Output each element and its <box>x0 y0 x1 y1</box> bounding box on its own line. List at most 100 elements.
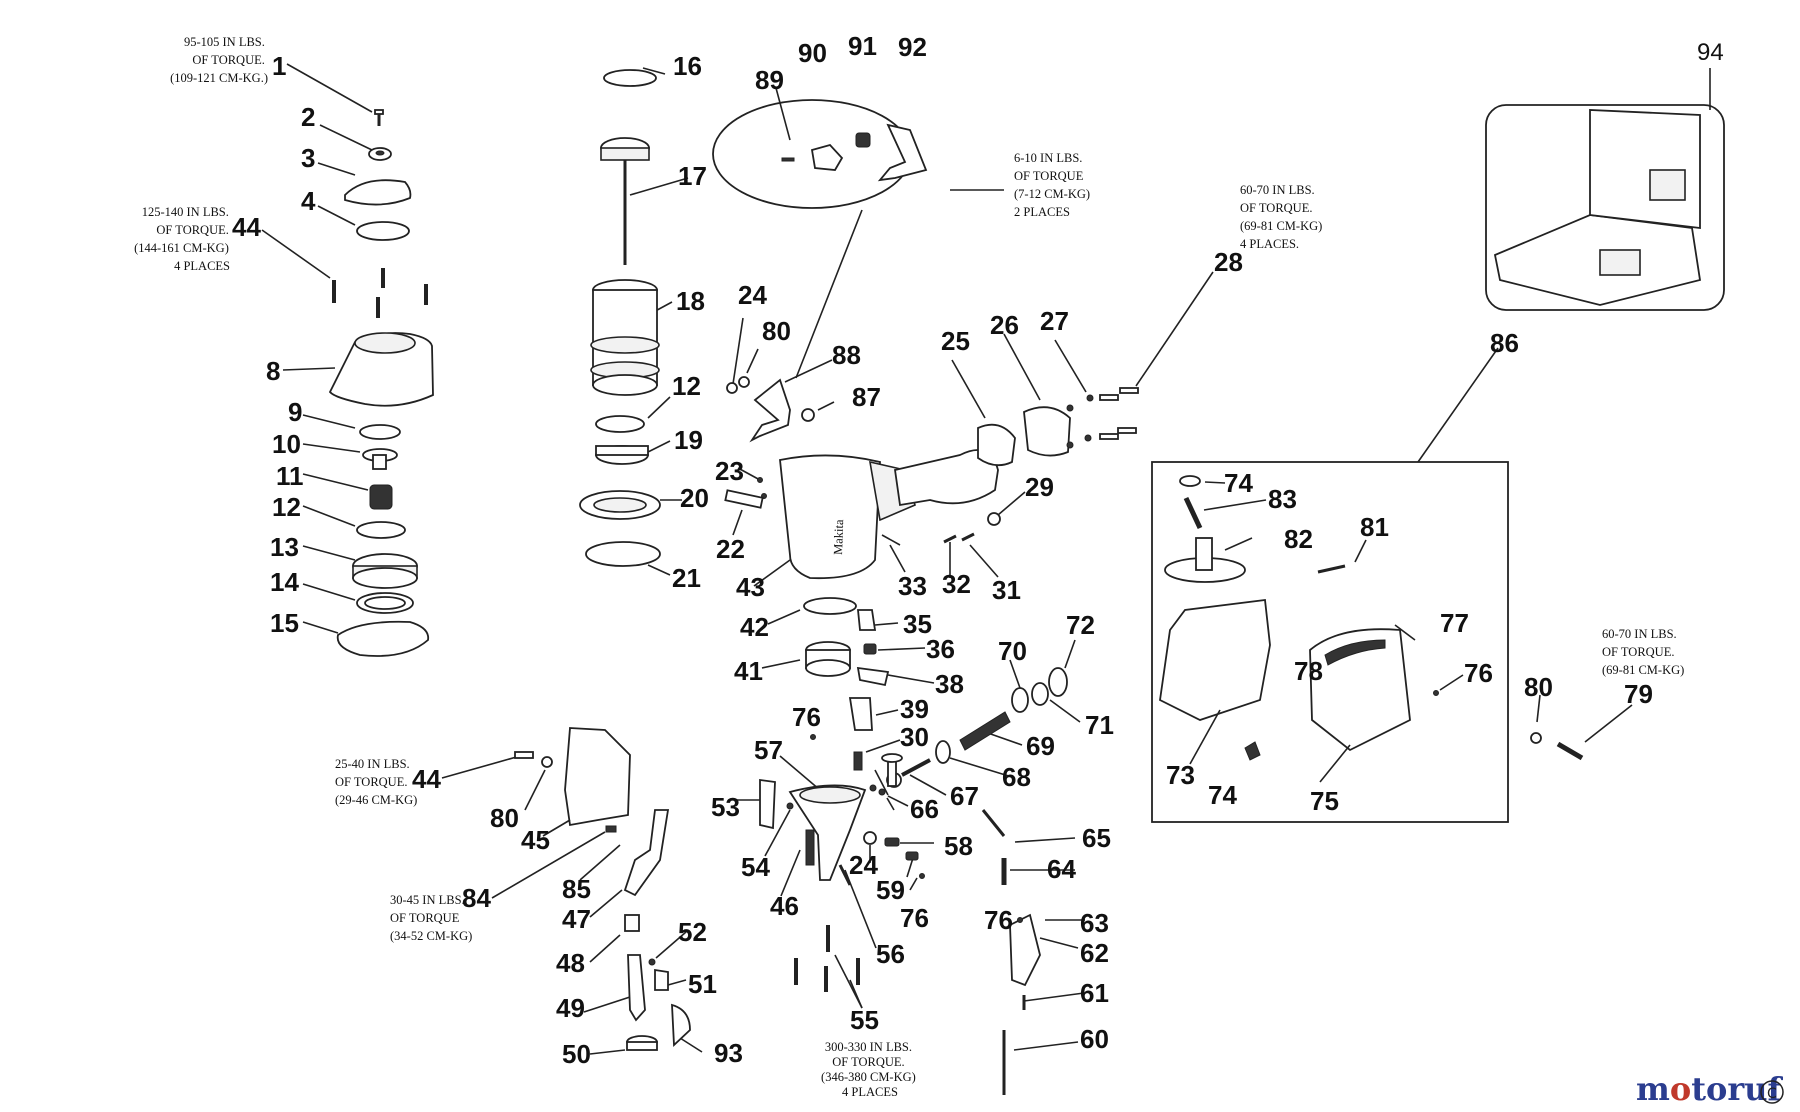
watermark-part-2: o <box>1670 1070 1691 1108</box>
part-label-70: 70 <box>998 636 1027 666</box>
torque-note-1-line-3: (109-121 CM-KG.) <box>170 71 268 85</box>
torque-note-28-line-3: (69-81 CM-KG) <box>1240 219 1322 233</box>
torque-note-44b: 25-40 IN LBS. OF TORQUE. (29-46 CM-KG) <box>335 757 417 807</box>
part-label-77: 77 <box>1440 608 1469 638</box>
part-label-74b: 74 <box>1208 780 1237 810</box>
linkage-assembly <box>881 639 1085 1095</box>
part-label-82: 82 <box>1284 524 1313 554</box>
part-label-38: 38 <box>935 669 964 699</box>
part-label-62: 62 <box>1080 938 1109 968</box>
torque-note-28-line-2: OF TORQUE. <box>1240 201 1312 215</box>
cap-assembly <box>261 63 434 657</box>
part-label-80b: 80 <box>1524 672 1553 702</box>
torque-note-44a-line-3: (144-161 CM-KG) <box>134 241 229 255</box>
part-label-91: 91 <box>848 31 877 61</box>
part-label-84: 84 <box>462 883 491 913</box>
part-label-45: 45 <box>521 825 550 855</box>
torque-note-mid-line-3: (7-12 CM-KG) <box>1014 187 1090 201</box>
torque-note-84-line-1: 30-45 IN LBS. <box>390 893 465 907</box>
part-label-42: 42 <box>740 612 769 642</box>
part-label-47: 47 <box>562 904 591 934</box>
part-label-72: 72 <box>1066 610 1095 640</box>
part-label-41: 41 <box>734 656 763 686</box>
part-label-4: 4 <box>301 186 316 216</box>
part-label-46: 46 <box>770 891 799 921</box>
part-label-63: 63 <box>1080 908 1109 938</box>
torque-note-84-line-3: (34-52 CM-KG) <box>390 929 472 943</box>
part-label-94: 94 <box>1697 39 1724 66</box>
part-label-25: 25 <box>941 326 970 356</box>
part-label-2: 2 <box>301 102 315 132</box>
part-label-44b: 44 <box>412 764 441 794</box>
torque-note-55-line-1: 300-330 IN LBS. <box>825 1040 912 1054</box>
part-label-43: 43 <box>736 572 765 602</box>
torque-note-44a-line-1: 125-140 IN LBS. <box>142 205 229 219</box>
part-label-24b: 24 <box>849 850 878 880</box>
torque-note-55-line-4: 4 PLACES <box>842 1085 898 1099</box>
torque-note-79: 60-70 IN LBS. OF TORQUE. (69-81 CM-KG) <box>1602 627 1684 677</box>
part-label-65: 65 <box>1082 823 1111 853</box>
part-label-16: 16 <box>673 51 702 81</box>
part-label-71: 71 <box>1085 710 1114 740</box>
right-fastener <box>1530 694 1633 761</box>
part-label-54: 54 <box>741 852 770 882</box>
torque-note-55-line-2: OF TORQUE. <box>832 1055 904 1069</box>
torque-note-44a: 125-140 IN LBS. OF TORQUE. (144-161 CM-K… <box>134 205 232 273</box>
part-label-78: 78 <box>1294 656 1323 686</box>
part-label-30: 30 <box>900 722 929 752</box>
part-label-3: 3 <box>301 143 315 173</box>
cylinder-assembly <box>579 67 689 576</box>
trigger-detail-oval <box>712 87 928 379</box>
part-label-36: 36 <box>926 634 955 664</box>
torque-note-28: 60-70 IN LBS. OF TORQUE. (69-81 CM-KG) 4… <box>1240 183 1325 251</box>
torque-note-84: 30-45 IN LBS. OF TORQUE (34-52 CM-KG) <box>390 893 472 943</box>
part-label-76d: 76 <box>984 905 1013 935</box>
part-label-15: 15 <box>270 608 299 638</box>
part-label-8: 8 <box>266 356 280 386</box>
tool-brand-text: Makita <box>831 519 846 555</box>
part-label-86: 86 <box>1490 328 1519 358</box>
part-label-35: 35 <box>903 609 932 639</box>
torque-note-28-line-4: 4 PLACES. <box>1240 237 1299 251</box>
part-label-26: 26 <box>990 310 1019 340</box>
torque-note-84-line-2: OF TORQUE <box>390 911 460 925</box>
part-label-9: 9 <box>288 397 302 427</box>
torque-note-mid-line-2: OF TORQUE <box>1014 169 1084 183</box>
part-label-10: 10 <box>272 429 301 459</box>
part-label-55: 55 <box>850 1005 879 1035</box>
part-label-60: 60 <box>1080 1024 1109 1054</box>
part-label-88: 88 <box>832 340 861 370</box>
copyright-icon <box>1760 1080 1784 1104</box>
part-label-18: 18 <box>676 286 705 316</box>
part-label-58: 58 <box>944 831 973 861</box>
part-label-13: 13 <box>270 532 299 562</box>
part-label-76: 76 <box>1464 658 1493 688</box>
part-label-14: 14 <box>270 567 299 597</box>
carrying-case <box>1485 68 1725 311</box>
part-label-52: 52 <box>678 917 707 947</box>
torque-note-44b-line-2: OF TORQUE. <box>335 775 407 789</box>
part-label-11: 11 <box>276 461 304 491</box>
torque-notes: 95-105 IN LBS. OF TORQUE. (109-121 CM-KG… <box>134 35 1684 1099</box>
part-label-24: 24 <box>738 280 767 310</box>
part-label-64: 64 <box>1047 854 1076 884</box>
torque-note-55: 300-330 IN LBS. OF TORQUE. (346-380 CM-K… <box>821 1040 919 1099</box>
part-label-20: 20 <box>680 483 709 513</box>
part-label-51: 51 <box>688 969 717 999</box>
part-label-61: 61 <box>1080 978 1109 1008</box>
part-label-23: 23 <box>715 456 744 486</box>
torque-note-1: 95-105 IN LBS. OF TORQUE. (109-121 CM-KG… <box>170 35 268 85</box>
part-label-39: 39 <box>900 694 929 724</box>
part-label-1: 1 <box>272 51 286 81</box>
part-label-90: 90 <box>798 38 827 68</box>
part-label-32: 32 <box>942 569 971 599</box>
torque-note-1-line-1: 95-105 IN LBS. <box>184 35 265 49</box>
part-label-49: 49 <box>556 993 585 1023</box>
torque-note-55-line-3: (346-380 CM-KG) <box>821 1070 916 1084</box>
part-label-21: 21 <box>672 563 701 593</box>
copyright-glyph: C <box>1767 1086 1777 1102</box>
part-label-89: 89 <box>755 65 784 95</box>
torque-note-44a-line-2: OF TORQUE. <box>156 223 228 237</box>
part-label-12: 12 <box>272 492 301 522</box>
part-label-68: 68 <box>1002 762 1031 792</box>
